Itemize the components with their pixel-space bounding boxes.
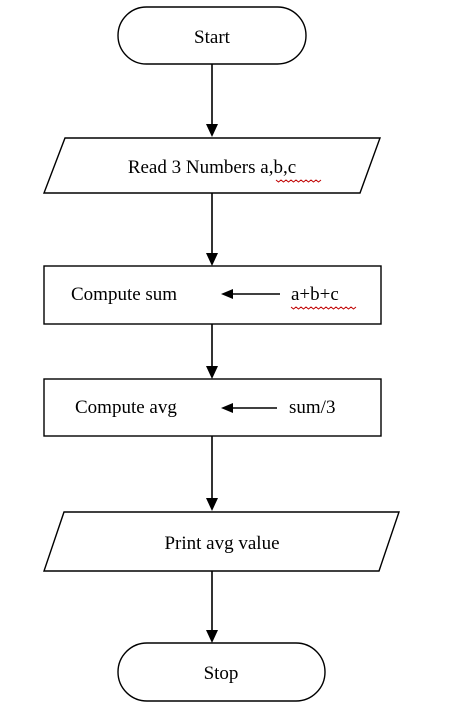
stop-node: Stop — [117, 642, 326, 702]
read-input-vars: a,b,c — [260, 157, 296, 178]
print-output-node: Print avg value — [43, 511, 400, 572]
compute-sum-process-shape — [43, 265, 382, 325]
start-label: Start — [194, 27, 231, 48]
stop-label: Stop — [204, 663, 239, 684]
spellcheck-underline — [290, 306, 357, 310]
compute-avg-process-shape — [43, 378, 382, 437]
connector-print-to-stop — [206, 571, 218, 643]
arrowhead — [206, 498, 218, 511]
read-input-prefix: Read 3 Numbers — [128, 157, 260, 178]
read-input-node: Read 3 Numbers a,b,c — [42, 137, 381, 194]
compute-sum-label: Compute sum — [71, 284, 177, 305]
spellcheck-underline — [275, 179, 322, 183]
arrowhead — [206, 366, 218, 379]
assignment-arrowhead — [221, 403, 233, 413]
connector-avg-to-print — [206, 436, 218, 511]
compute-sum-expression: a+b+c — [291, 284, 339, 305]
arrowhead — [206, 124, 218, 137]
connector-sum-to-avg — [206, 324, 218, 379]
compute-sum-node: Compute sum a+b+c — [43, 265, 382, 325]
print-output-label: Print avg value — [164, 533, 279, 554]
compute-avg-expression: sum/3 — [289, 397, 335, 418]
connector-start-to-read — [206, 64, 218, 137]
read-input-label: Read 3 Numbers a,b,c — [128, 157, 296, 178]
read-input-parallelogram-shape — [42, 137, 381, 194]
arrowhead — [206, 630, 218, 643]
start-node: Start — [117, 6, 307, 65]
connector-read-to-sum — [206, 193, 218, 266]
compute-avg-label: Compute avg — [75, 397, 177, 418]
stop-terminator-shape — [117, 642, 326, 702]
compute-avg-node: Compute avg sum/3 — [43, 378, 382, 437]
print-output-parallelogram-shape — [43, 511, 400, 572]
assignment-arrowhead — [221, 289, 233, 299]
arrowhead — [206, 253, 218, 266]
